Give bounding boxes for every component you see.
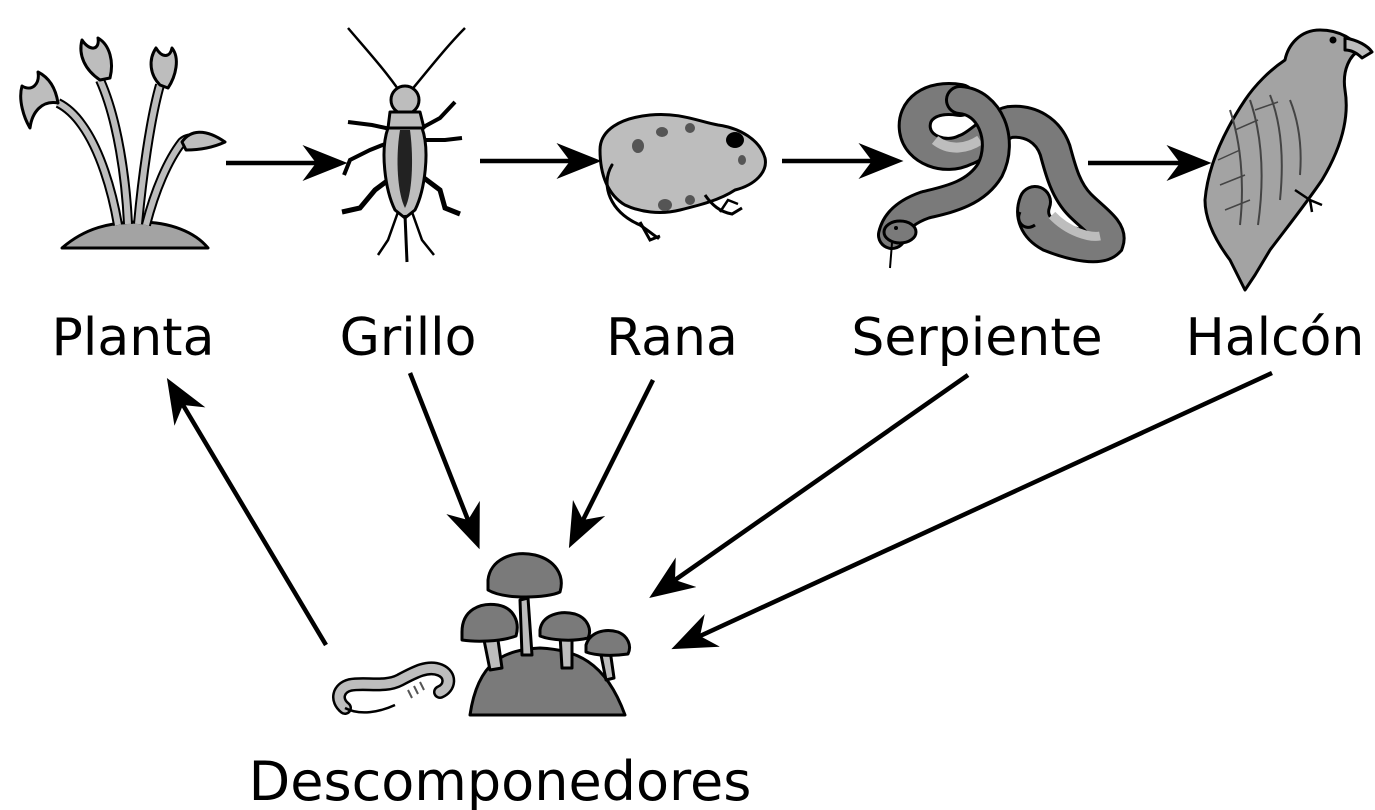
- cricket-icon: [341, 27, 466, 263]
- arrow-halcon-descomponedores: [671, 370, 1273, 650]
- plant-icon: [19, 36, 227, 250]
- worm-icon: [332, 661, 456, 715]
- label-planta: Planta: [52, 308, 215, 368]
- snake-icon: [877, 82, 1126, 269]
- arrow-serpiente-descomponedores: [649, 373, 970, 599]
- arrow-grillo-descomponedores: [407, 372, 480, 550]
- frog-icon: [598, 112, 767, 242]
- label-descomponedores: Descomponedores: [249, 750, 752, 810]
- label-serpiente: Serpiente: [851, 308, 1102, 368]
- arrow-rana-descomponedores: [568, 378, 656, 549]
- mushrooms-icon: [460, 552, 632, 717]
- label-grillo: Grillo: [340, 308, 477, 368]
- label-halcon: Halcón: [1186, 308, 1365, 368]
- arrow-descomponedores-planta: [166, 377, 328, 647]
- hawk-icon: [1203, 28, 1374, 292]
- label-rana: Rana: [606, 308, 738, 368]
